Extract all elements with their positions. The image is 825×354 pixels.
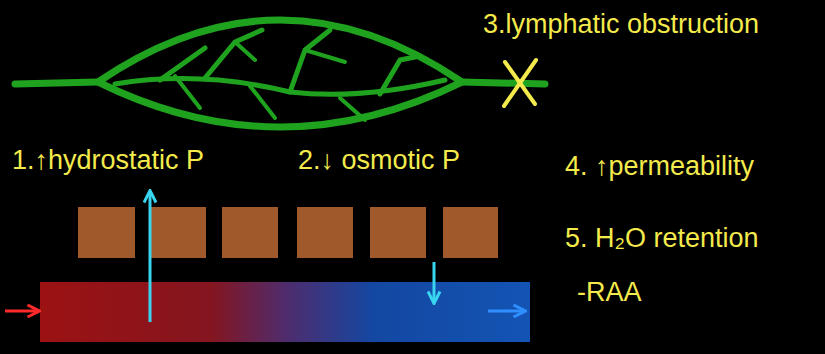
tissue-cells — [78, 207, 498, 258]
obstruction-mark — [504, 60, 536, 106]
annotation-label: 5. H₂O retention — [565, 222, 759, 254]
annotation-label: 3.lymphatic obstruction — [483, 8, 759, 40]
reabsorption-arrow — [433, 262, 436, 302]
annotation-label: -RAA — [577, 276, 642, 308]
annotation-label: 1.↑hydrostatic P — [12, 144, 204, 176]
lymphatic-vessel — [15, 20, 545, 127]
annotation-label: 4. ↑permeability — [565, 150, 754, 182]
capillary — [10, 278, 540, 345]
annotation-label: 2.↓ osmotic P — [298, 144, 460, 176]
filtration-arrow — [149, 192, 152, 322]
flow-out-arrow — [488, 310, 524, 313]
flow-in-arrow — [5, 310, 38, 313]
